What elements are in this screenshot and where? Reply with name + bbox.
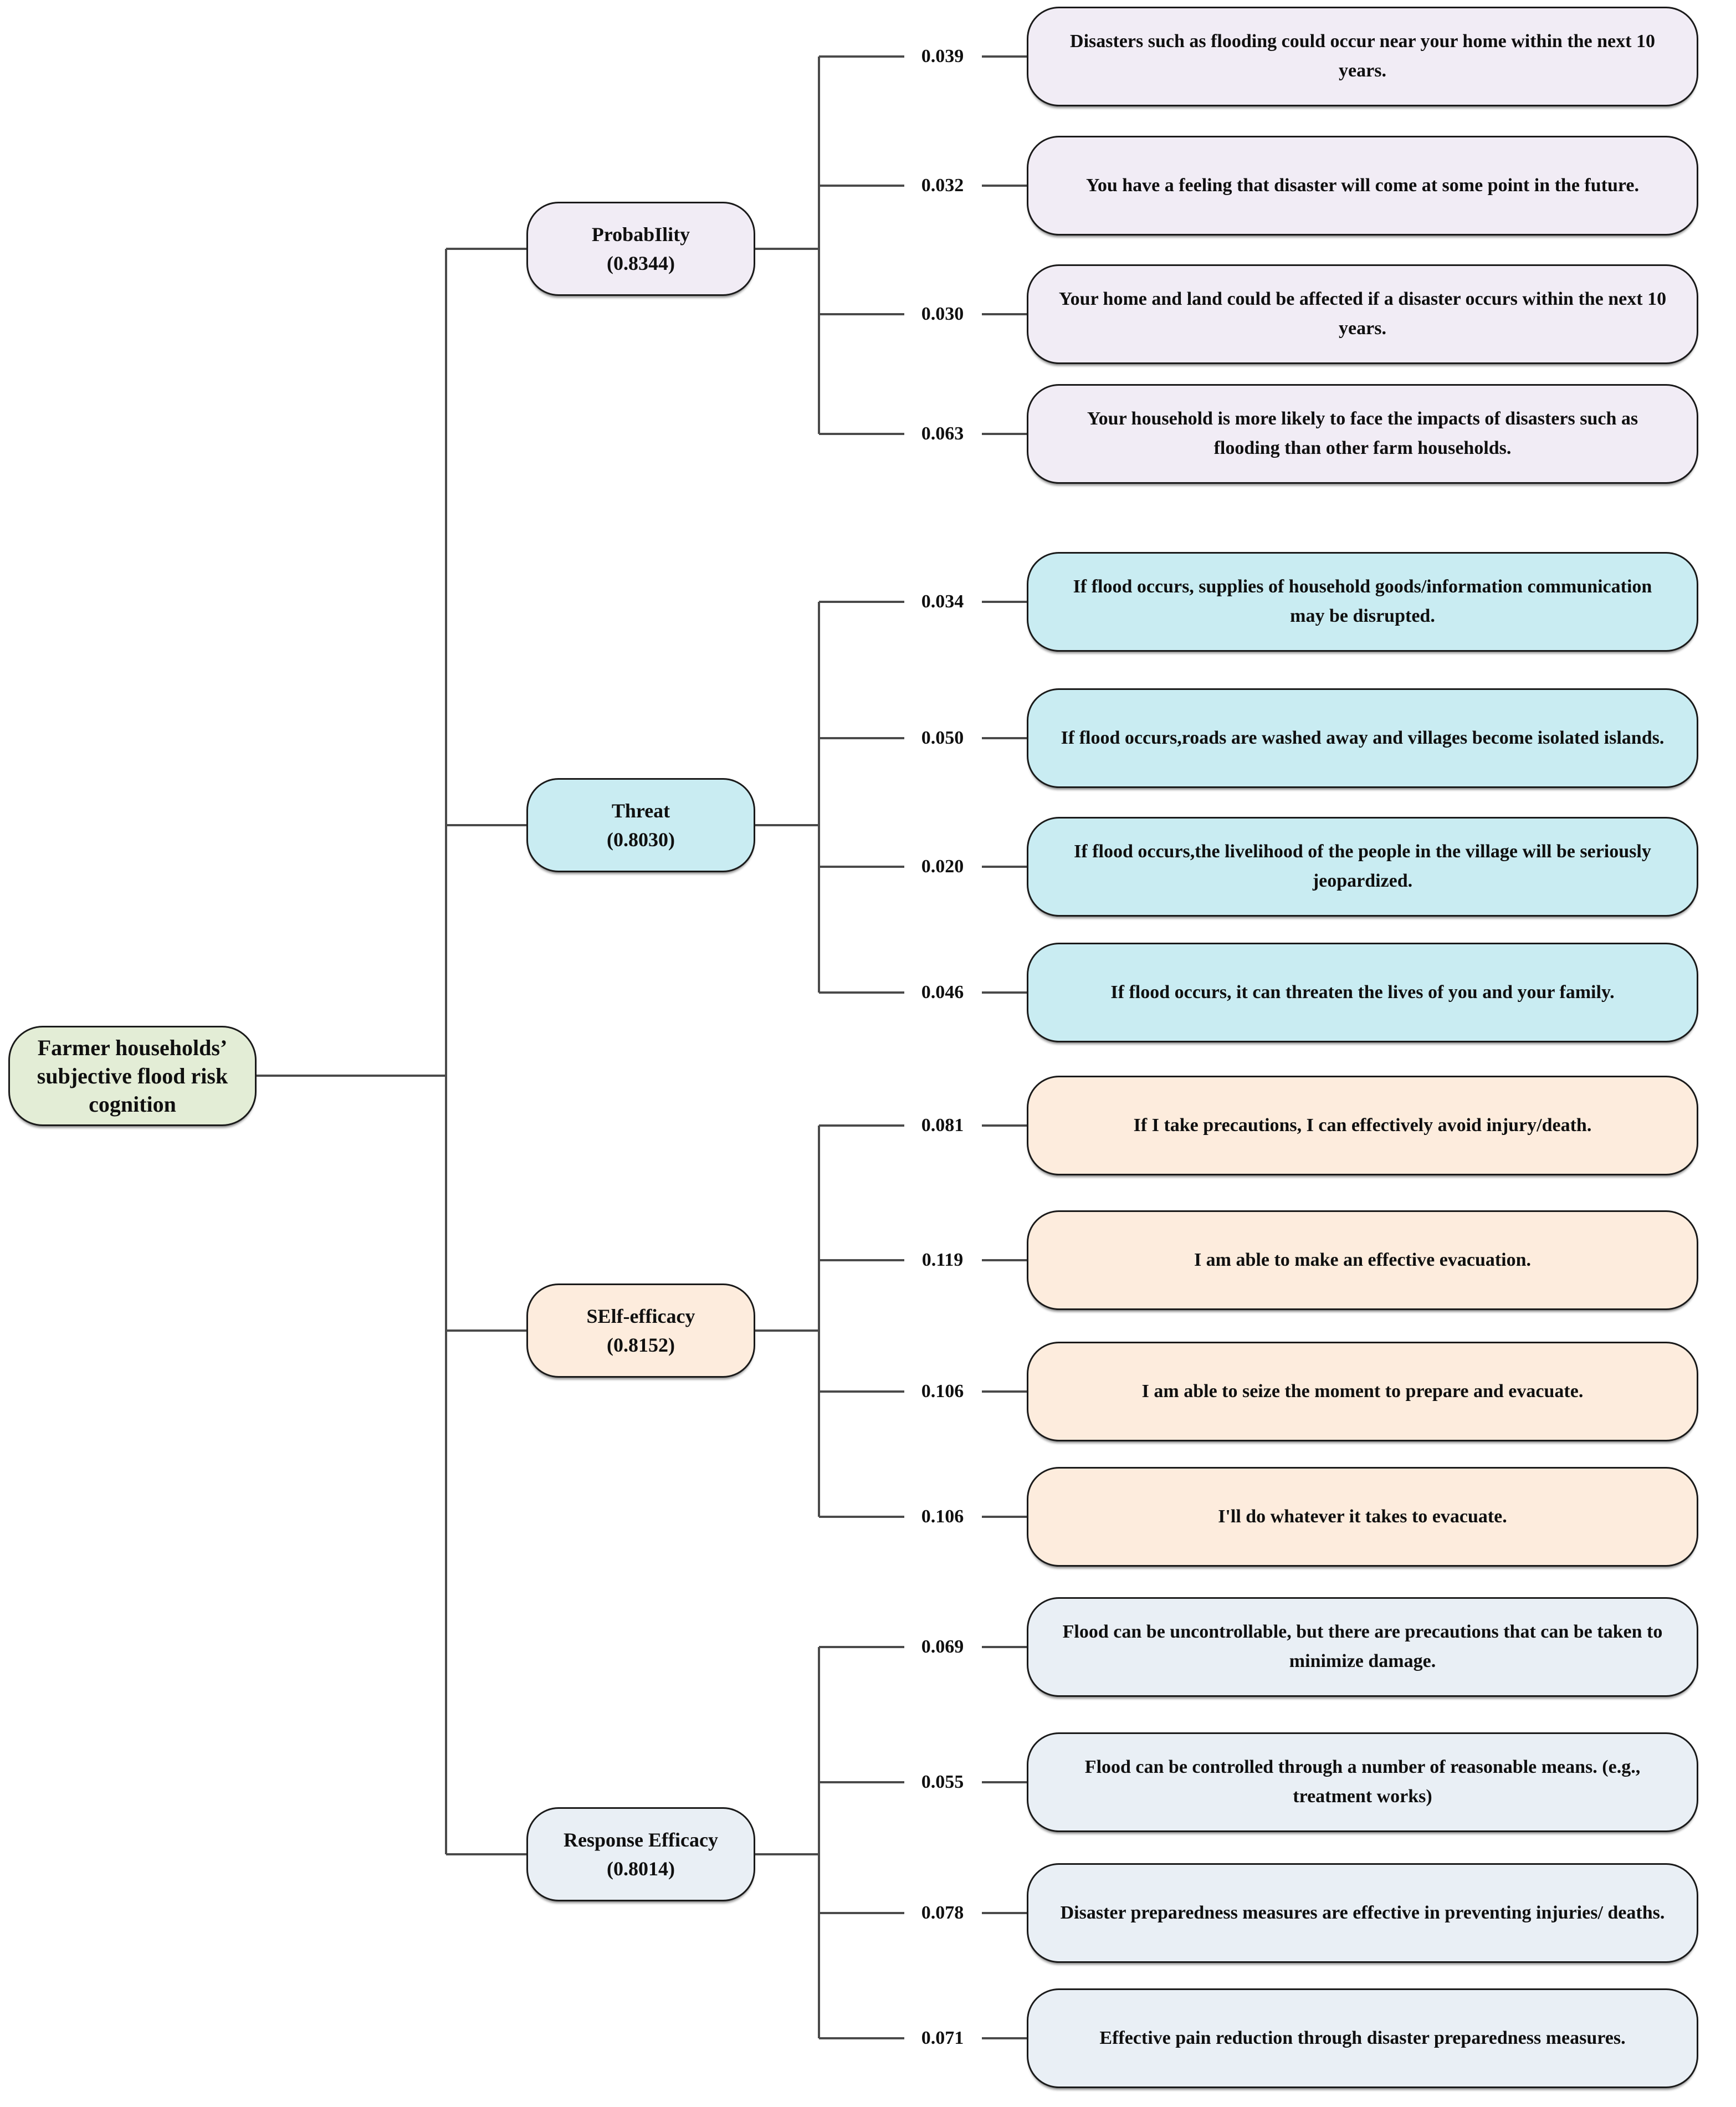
category-weight: (0.8344): [607, 252, 675, 274]
leaf-weight: 0.081: [921, 1115, 964, 1136]
category-weight: (0.8152): [607, 1334, 675, 1356]
leaf-node: Your home and land could be affected if …: [1027, 264, 1698, 364]
leaf-text: Effective pain reduction through disaste…: [1099, 2027, 1626, 2048]
leaf-node: If flood occurs,the livelihood of the pe…: [1027, 817, 1698, 917]
leaf-text: If flood occurs,the livelihood of the pe…: [1074, 841, 1651, 891]
leaf-text: Flood can be uncontrollable, but there a…: [1062, 1622, 1663, 1671]
leaf-node: Disasters such as flooding could occur n…: [1027, 7, 1698, 106]
category-label: ProbabIlity: [591, 223, 690, 246]
leaf-weight: 0.078: [921, 1903, 964, 1923]
leaf-node: I am able to seize the moment to prepare…: [1027, 1342, 1698, 1441]
category-branch-lines: [446, 248, 526, 1855]
leaf-node: You have a feeling that disaster will co…: [1027, 136, 1698, 236]
leaf-text: I am able to seize the moment to prepare…: [1141, 1380, 1584, 1402]
category-node-response-efficacy: Response Efficacy (0.8014): [526, 1807, 755, 1901]
leaf-text: If flood occurs, supplies of household g…: [1073, 576, 1652, 626]
leaf-node: I am able to make an effective evacuatio…: [1027, 1210, 1698, 1310]
leaf-text: You have a feeling that disaster will co…: [1086, 175, 1639, 196]
category-label: Threat: [611, 799, 670, 822]
leaf-node: Your household is more likely to face th…: [1027, 384, 1698, 484]
leaf-weight: 0.069: [921, 1636, 964, 1657]
leaf-text: Your household is more likely to face th…: [1087, 408, 1638, 458]
leaf-node: If flood occurs, it can threaten the liv…: [1027, 943, 1698, 1042]
leaf-weight: 0.032: [921, 175, 964, 196]
leaf-text: If flood occurs,roads are washed away an…: [1061, 727, 1665, 748]
leaf-text: If flood occurs, it can threaten the liv…: [1110, 981, 1615, 1003]
leaf-text: I am able to make an effective evacuatio…: [1194, 1249, 1532, 1270]
leaf-node: Flood can be uncontrollable, but there a…: [1027, 1597, 1698, 1697]
leaf-weight: 0.030: [921, 304, 964, 324]
leaf-node: Flood can be controlled through a number…: [1027, 1732, 1698, 1832]
leaf-weight: 0.034: [921, 591, 964, 612]
leaf-weight: 0.119: [921, 1250, 964, 1270]
leaf-text: Disasters such as flooding could occur n…: [1070, 31, 1655, 81]
root-label: Farmer households’ subjective flood risk…: [37, 1035, 228, 1117]
leaf-node: Effective pain reduction through disaste…: [1027, 1988, 1698, 2088]
leaf-weight: 0.063: [921, 423, 964, 444]
leaf-weight: 0.046: [921, 982, 964, 1003]
category-weight: (0.8014): [607, 1858, 675, 1880]
leaf-node: If flood occurs,roads are washed away an…: [1027, 688, 1698, 788]
category-weight: (0.8030): [607, 829, 675, 851]
category-to-subtrunk-lines: [755, 248, 819, 1855]
leaf-branch-lines: [819, 55, 1027, 2039]
leaf-text: I'll do whatever it takes to evacuate.: [1218, 1506, 1507, 1527]
leaf-text: Your home and land could be affected if …: [1058, 289, 1667, 339]
leaf-weight: 0.071: [921, 2028, 964, 2048]
leaf-weight: 0.106: [921, 1381, 964, 1402]
leaf-weight: 0.039: [921, 46, 964, 67]
root-node: Farmer households’ subjective flood risk…: [8, 1026, 257, 1126]
leaf-text: Disaster preparedness measures are effec…: [1060, 1902, 1665, 1923]
category-node-self-efficacy: SElf-efficacy (0.8152): [526, 1283, 755, 1378]
leaf-node: Disaster preparedness measures are effec…: [1027, 1863, 1698, 1963]
leaf-node: If flood occurs, supplies of household g…: [1027, 552, 1698, 652]
leaf-weight: 0.050: [921, 728, 964, 748]
leaf-weight: 0.055: [921, 1772, 964, 1792]
leaf-node: If I take precautions, I can effectively…: [1027, 1076, 1698, 1175]
leaf-node: I'll do whatever it takes to evacuate.: [1027, 1467, 1698, 1567]
category-node-threat: Threat (0.8030): [526, 778, 755, 872]
category-label: SElf-efficacy: [586, 1305, 695, 1327]
leaf-weight: 0.020: [921, 856, 964, 877]
leaf-weight: 0.106: [921, 1506, 964, 1527]
category-label: Response Efficacy: [564, 1828, 718, 1851]
category-node-probability: ProbabIlity (0.8344): [526, 202, 755, 296]
leaf-text: Flood can be controlled through a number…: [1084, 1757, 1641, 1807]
leaf-text: If I take precautions, I can effectively…: [1133, 1114, 1592, 1136]
